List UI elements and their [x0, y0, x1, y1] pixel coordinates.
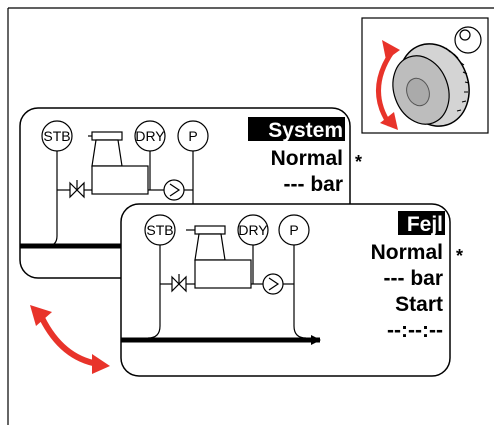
toggle-arrow-icon: [30, 305, 110, 374]
rotary-knob-icon: [392, 43, 470, 127]
title-highlight: [248, 117, 345, 141]
status-text: Normal: [271, 147, 343, 170]
screen-title: Fejl: [407, 213, 443, 236]
stb-label: STB: [146, 222, 173, 238]
mode-text: Start: [395, 293, 443, 316]
p-label: P: [289, 222, 298, 238]
title-highlight: [398, 211, 445, 235]
knob-panel: [361, 17, 489, 134]
asterisk-marker: *: [456, 246, 463, 266]
screen-title: System: [268, 119, 343, 142]
pump-icon: [163, 179, 193, 201]
valve-icon: [160, 274, 196, 293]
boiler-icon: [186, 225, 252, 289]
screen-front: STB DRY P: [120, 203, 463, 377]
pressure-text: --- bar: [384, 267, 444, 290]
dry-label: DRY: [238, 222, 268, 238]
pressure-text: --- bar: [284, 173, 344, 196]
time-text: --:--:--: [387, 319, 443, 342]
rotation-arrow-icon: [376, 40, 400, 130]
dry-label: DRY: [135, 128, 165, 144]
pump-icon: [262, 273, 294, 295]
p-label: P: [188, 128, 197, 144]
asterisk-marker: *: [355, 152, 362, 172]
boiler-icon: [88, 131, 149, 195]
push-button-icon: [454, 26, 482, 54]
outer-frame: [7, 7, 494, 425]
status-text: Normal: [371, 241, 443, 264]
stb-label: STB: [43, 128, 70, 144]
